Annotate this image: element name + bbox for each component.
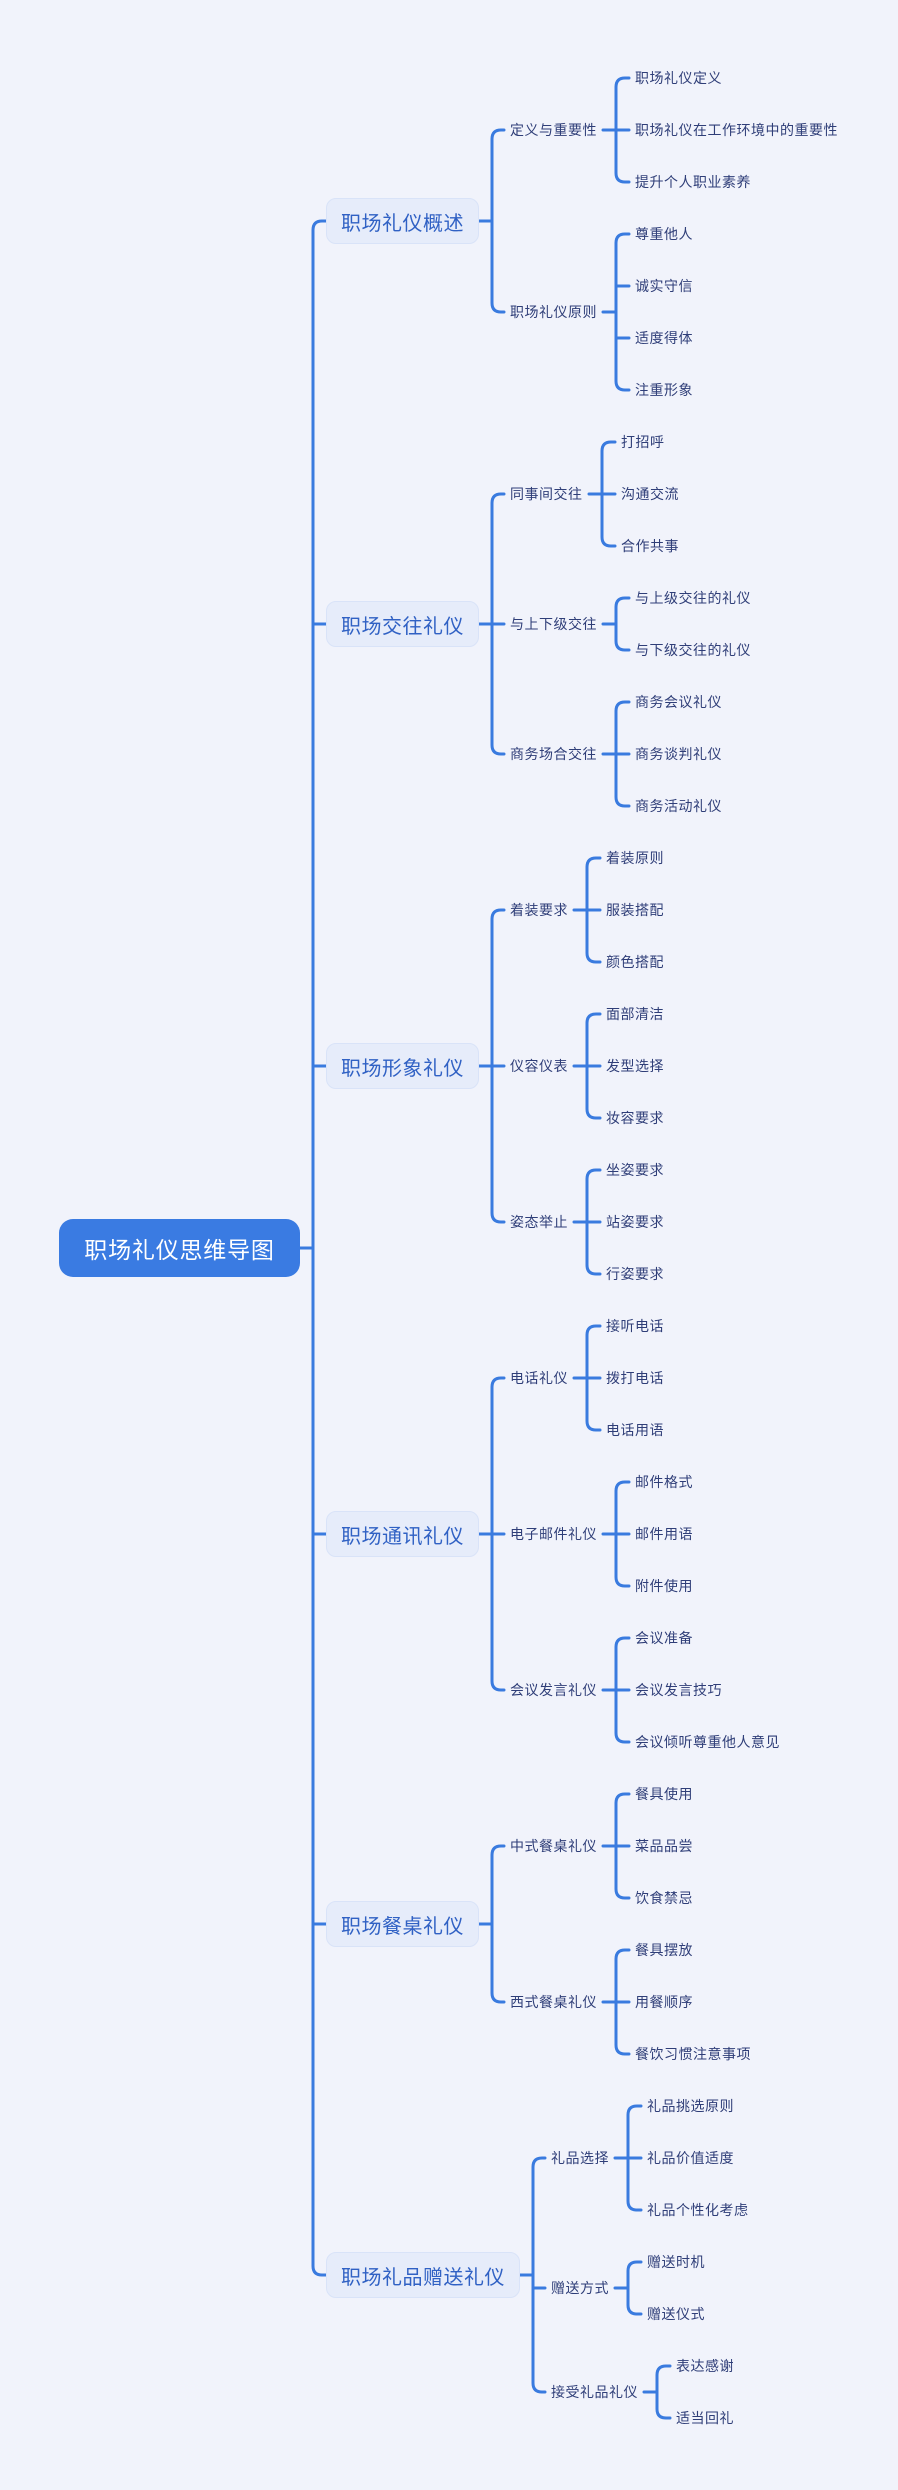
leaf-topic-label[interactable]: 礼品挑选原则 bbox=[647, 2098, 734, 2114]
leaf-topic-label[interactable]: 提升个人职业素养 bbox=[635, 174, 751, 190]
subtopic-label[interactable]: 同事间交往 bbox=[510, 486, 583, 502]
subtopic-label[interactable]: 与上下级交往 bbox=[510, 616, 597, 632]
leaf-topic-label[interactable]: 与上级交往的礼仪 bbox=[635, 590, 751, 606]
leaf-topic-label[interactable]: 赠送时机 bbox=[647, 2254, 705, 2270]
leaf-topic-label[interactable]: 坐姿要求 bbox=[606, 1162, 664, 1178]
leaf-topic-label[interactable]: 站姿要求 bbox=[606, 1214, 664, 1230]
root-topic-node[interactable]: 职场礼仪思维导图 bbox=[59, 1219, 300, 1277]
subtopic-label[interactable]: 赠送方式 bbox=[551, 2280, 609, 2296]
leaf-topic-label[interactable]: 注重形象 bbox=[635, 382, 693, 398]
leaf-topic-label[interactable]: 表达感谢 bbox=[676, 2358, 734, 2374]
subtopic-label[interactable]: 着装要求 bbox=[510, 902, 568, 918]
leaf-topic-label[interactable]: 会议倾听尊重他人意见 bbox=[635, 1734, 780, 1750]
subtopic-label[interactable]: 姿态举止 bbox=[510, 1214, 568, 1230]
subtopic-label[interactable]: 礼品选择 bbox=[551, 2150, 609, 2166]
subtopic-label[interactable]: 接受礼品礼仪 bbox=[551, 2384, 638, 2400]
subtopic-label[interactable]: 电子邮件礼仪 bbox=[510, 1526, 597, 1542]
leaf-topic-label[interactable]: 会议准备 bbox=[635, 1630, 693, 1646]
leaf-topic-label[interactable]: 妆容要求 bbox=[606, 1110, 664, 1126]
leaf-topic-label[interactable]: 诚实守信 bbox=[635, 278, 693, 294]
leaf-topic-label[interactable]: 餐具摆放 bbox=[635, 1942, 693, 1958]
branch-topic-node[interactable]: 职场交往礼仪 bbox=[326, 601, 479, 647]
branch-topic-node[interactable]: 职场形象礼仪 bbox=[326, 1043, 479, 1089]
leaf-topic-label[interactable]: 商务会议礼仪 bbox=[635, 694, 722, 710]
subtopic-label[interactable]: 商务场合交往 bbox=[510, 746, 597, 762]
leaf-topic-label[interactable]: 打招呼 bbox=[621, 434, 665, 450]
leaf-topic-label[interactable]: 餐饮习惯注意事项 bbox=[635, 2046, 751, 2062]
leaf-topic-label[interactable]: 适当回礼 bbox=[676, 2410, 734, 2426]
leaf-topic-label[interactable]: 附件使用 bbox=[635, 1578, 693, 1594]
leaf-topic-label[interactable]: 用餐顺序 bbox=[635, 1994, 693, 2010]
leaf-topic-label[interactable]: 商务谈判礼仪 bbox=[635, 746, 722, 762]
leaf-topic-label[interactable]: 着装原则 bbox=[606, 850, 664, 866]
leaf-topic-label[interactable]: 礼品个性化考虑 bbox=[647, 2202, 749, 2218]
leaf-topic-label[interactable]: 颜色搭配 bbox=[606, 954, 664, 970]
leaf-topic-label[interactable]: 礼品价值适度 bbox=[647, 2150, 734, 2166]
leaf-topic-label[interactable]: 餐具使用 bbox=[635, 1786, 693, 1802]
leaf-topic-label[interactable]: 服装搭配 bbox=[606, 902, 664, 918]
leaf-topic-label[interactable]: 面部清洁 bbox=[606, 1006, 664, 1022]
leaf-topic-label[interactable]: 沟通交流 bbox=[621, 486, 679, 502]
subtopic-label[interactable]: 定义与重要性 bbox=[510, 122, 597, 138]
branch-topic-node[interactable]: 职场礼品赠送礼仪 bbox=[326, 2252, 520, 2298]
leaf-topic-label[interactable]: 合作共事 bbox=[621, 538, 679, 554]
leaf-topic-label[interactable]: 与下级交往的礼仪 bbox=[635, 642, 751, 658]
leaf-topic-label[interactable]: 商务活动礼仪 bbox=[635, 798, 722, 814]
leaf-topic-label[interactable]: 行姿要求 bbox=[606, 1266, 664, 1282]
subtopic-label[interactable]: 会议发言礼仪 bbox=[510, 1682, 597, 1698]
leaf-topic-label[interactable]: 职场礼仪在工作环境中的重要性 bbox=[635, 122, 838, 138]
leaf-topic-label[interactable]: 菜品品尝 bbox=[635, 1838, 693, 1854]
leaf-topic-label[interactable]: 职场礼仪定义 bbox=[635, 70, 722, 86]
branch-topic-node[interactable]: 职场通讯礼仪 bbox=[326, 1511, 479, 1557]
leaf-topic-label[interactable]: 适度得体 bbox=[635, 330, 693, 346]
leaf-topic-label[interactable]: 会议发言技巧 bbox=[635, 1682, 722, 1698]
branch-topic-node[interactable]: 职场餐桌礼仪 bbox=[326, 1901, 479, 1947]
subtopic-label[interactable]: 中式餐桌礼仪 bbox=[510, 1838, 597, 1854]
leaf-topic-label[interactable]: 接听电话 bbox=[606, 1318, 664, 1334]
subtopic-label[interactable]: 仪容仪表 bbox=[510, 1058, 568, 1074]
leaf-topic-label[interactable]: 邮件格式 bbox=[635, 1474, 693, 1490]
leaf-topic-label[interactable]: 饮食禁忌 bbox=[635, 1890, 693, 1906]
leaf-topic-label[interactable]: 电话用语 bbox=[606, 1422, 664, 1438]
leaf-topic-label[interactable]: 尊重他人 bbox=[635, 226, 693, 242]
leaf-topic-label[interactable]: 邮件用语 bbox=[635, 1526, 693, 1542]
leaf-topic-label[interactable]: 发型选择 bbox=[606, 1058, 664, 1074]
subtopic-label[interactable]: 西式餐桌礼仪 bbox=[510, 1994, 597, 2010]
connector-path bbox=[298, 76, 672, 2420]
leaf-topic-label[interactable]: 赠送仪式 bbox=[647, 2306, 705, 2322]
branch-topic-node[interactable]: 职场礼仪概述 bbox=[326, 198, 479, 244]
subtopic-label[interactable]: 职场礼仪原则 bbox=[510, 304, 597, 320]
subtopic-label[interactable]: 电话礼仪 bbox=[510, 1370, 568, 1386]
leaf-topic-label[interactable]: 拨打电话 bbox=[606, 1370, 664, 1386]
